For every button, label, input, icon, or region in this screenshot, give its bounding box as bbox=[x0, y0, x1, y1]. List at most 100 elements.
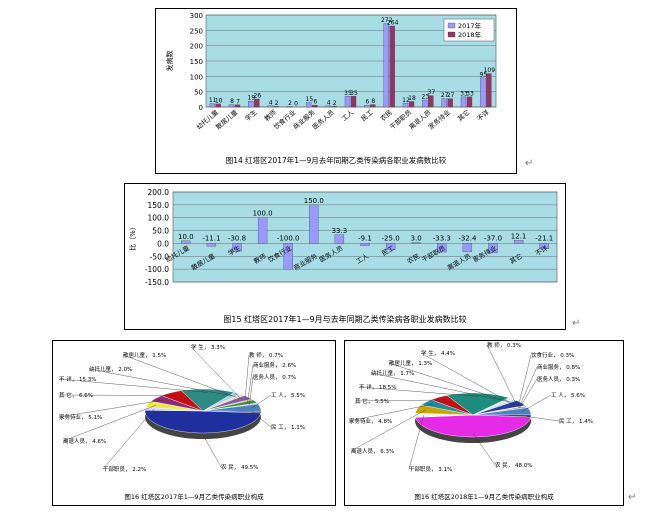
y-tick-label: 100.0 bbox=[148, 214, 170, 223]
x-tick-label: 农民 bbox=[378, 108, 394, 123]
x-tick-label: 其它 bbox=[456, 108, 472, 123]
slice-name: 教 师， bbox=[249, 351, 267, 359]
bar-2018年 bbox=[389, 25, 395, 108]
data-label: 7 bbox=[236, 98, 240, 105]
bar bbox=[181, 240, 191, 244]
bar-2018年 bbox=[273, 106, 279, 108]
legend-swatch bbox=[447, 31, 456, 38]
leader-line bbox=[102, 408, 155, 470]
data-label: 10 bbox=[215, 97, 223, 104]
pie-2017: 农 民， 49.5%干部职员， 2.2%离退人员， 4.6%家务待业， 5.1%… bbox=[58, 343, 305, 501]
data-label: -100.0 bbox=[277, 234, 300, 242]
slice-name: 不 详， bbox=[59, 375, 77, 383]
bar bbox=[437, 243, 447, 253]
slice-label: 家务待业， 4.8% bbox=[349, 417, 392, 425]
y-tick-label: 50 bbox=[194, 89, 203, 97]
slice-label: 商业服务， 0.8% bbox=[537, 363, 580, 371]
data-label: 6 bbox=[365, 99, 369, 106]
y-tick-label: 200 bbox=[190, 43, 203, 51]
bar-2017年 bbox=[228, 104, 235, 108]
return-mark: ↵ bbox=[628, 492, 637, 503]
slice-pct: 1.7% bbox=[399, 371, 415, 377]
slice-pct: 0.8% bbox=[565, 365, 581, 371]
data-label: -21.1 bbox=[535, 234, 553, 242]
leader-line bbox=[388, 362, 509, 403]
slice-name: 农 民， bbox=[221, 463, 239, 471]
slice-pct: 5.6% bbox=[569, 393, 585, 399]
x-tick-label: 家务待业 bbox=[426, 107, 452, 131]
leader-line bbox=[252, 411, 272, 428]
bar-2018年 bbox=[331, 106, 337, 108]
data-label: 19 bbox=[248, 95, 256, 102]
leader-line bbox=[420, 352, 515, 405]
data-label: 12 bbox=[402, 97, 410, 104]
y-tick-label: -50.0 bbox=[150, 252, 170, 261]
bar-2018年 bbox=[408, 101, 415, 108]
slice-label: 散居儿童， 1.5% bbox=[123, 351, 166, 359]
data-label: 4 bbox=[269, 99, 273, 106]
slice-name: 商业服务， bbox=[537, 363, 565, 371]
y-tick-label: -100.0 bbox=[145, 265, 169, 274]
leader-line bbox=[522, 415, 560, 422]
bar-2018年 bbox=[215, 103, 221, 108]
data-label: 8 bbox=[230, 98, 234, 105]
slice-pct: 3.1% bbox=[437, 467, 453, 473]
leader-line bbox=[408, 415, 424, 470]
slice-pct: 1.4% bbox=[577, 419, 593, 425]
leader-line bbox=[247, 364, 254, 403]
legend bbox=[443, 18, 495, 42]
slice-name: 离退人员， bbox=[63, 437, 91, 445]
legend-label: 2017年 bbox=[458, 21, 482, 30]
slice-pct: 4.6% bbox=[91, 439, 107, 445]
slice-pct: 5.5% bbox=[373, 399, 389, 405]
slice-label: 学 生， 4.4% bbox=[421, 349, 455, 357]
bar-2017年 bbox=[364, 105, 370, 108]
slice-label: 其 它， 5.5% bbox=[355, 397, 389, 405]
bar-2017年 bbox=[325, 105, 331, 108]
bar bbox=[411, 242, 421, 244]
legend-label: 2018年 bbox=[458, 30, 482, 39]
data-label: 2 bbox=[333, 100, 337, 107]
slice-name: 幼托儿童， bbox=[371, 369, 399, 377]
slice-label: 幼托儿童， 1.7% bbox=[371, 369, 414, 377]
slice-pct: 1.5% bbox=[151, 353, 167, 359]
bar-2017年 bbox=[383, 23, 389, 108]
data-label: -30.8 bbox=[228, 234, 246, 242]
slice-label: 民 工， 1.4% bbox=[559, 418, 593, 425]
bar bbox=[309, 204, 319, 244]
slice-pct: 2.6% bbox=[281, 363, 297, 369]
bar bbox=[232, 243, 242, 252]
data-label: 23 bbox=[422, 93, 430, 100]
slice-name: 学 生， bbox=[421, 349, 439, 357]
slice-label: 家务待业， 5.1% bbox=[59, 413, 102, 421]
data-label: 37 bbox=[428, 89, 436, 96]
data-label: 264 bbox=[387, 20, 399, 27]
bar-2018年 bbox=[370, 104, 376, 108]
slice-label: 散居儿童， 1.3% bbox=[389, 359, 432, 367]
y-tick-label: 0 bbox=[199, 104, 203, 112]
slice-pct: 1.1% bbox=[289, 425, 305, 431]
legend-swatch bbox=[447, 22, 456, 29]
data-label: 35 bbox=[344, 90, 352, 97]
slice-name: 民 工， bbox=[559, 418, 577, 425]
leader-line bbox=[370, 372, 506, 402]
data-label: 0 bbox=[294, 101, 298, 108]
bar-2018年 bbox=[486, 73, 492, 108]
bar bbox=[257, 217, 268, 244]
bar-2017年 bbox=[209, 103, 215, 108]
y-tick-label: -150.0 bbox=[145, 278, 169, 287]
bar bbox=[385, 243, 396, 251]
data-label: 8 bbox=[371, 98, 375, 105]
slice-label: 学 生， 3.3% bbox=[191, 343, 225, 351]
chart-title: 图16 红塔区2017年1—9月乙类传染病职业构成 bbox=[124, 492, 264, 501]
data-label: -11.1 bbox=[202, 234, 220, 242]
y-axis-label: 比（%） bbox=[128, 223, 137, 251]
slice-pct: 4.8% bbox=[377, 419, 393, 425]
slice-name: 干部职员， bbox=[409, 465, 437, 473]
slice-name: 工 人， bbox=[271, 392, 289, 399]
slice-label: 不 详， 18.5% bbox=[359, 383, 396, 391]
slice-name: 学 生， bbox=[191, 343, 209, 351]
slice-name: 农 民， bbox=[495, 461, 513, 469]
leader-line bbox=[519, 378, 538, 409]
